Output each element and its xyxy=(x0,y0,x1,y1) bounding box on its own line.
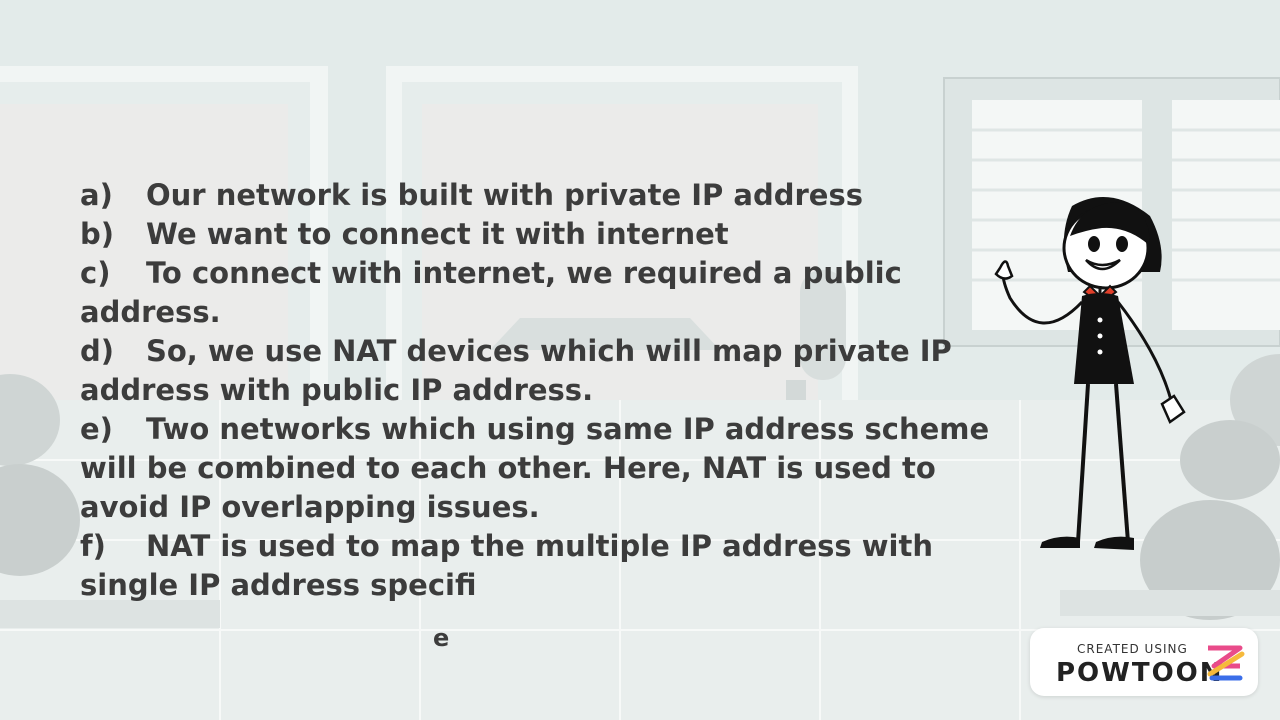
nat-points-list: a) Our network is built with private IP a… xyxy=(80,176,989,605)
list-item-continuation: avoid IP overlapping issues. xyxy=(80,490,540,524)
list-marker: a) xyxy=(80,178,113,212)
list-item: f) NAT is used to map the multiple IP add… xyxy=(80,527,960,566)
list-item: c) To connect with internet, we required … xyxy=(80,254,960,293)
powtoon-logo-icon xyxy=(1207,645,1245,681)
list-marker: d) xyxy=(80,334,115,368)
list-item-text: NAT is used to map the multiple IP addre… xyxy=(146,529,933,563)
list-item-continuation: will be combined to each other. Here, NA… xyxy=(80,451,936,485)
animating-letter: e xyxy=(433,624,450,652)
list-item: d) So, we use NAT devices which will map … xyxy=(80,332,960,371)
teacher-character-illustration xyxy=(994,197,1186,550)
list-item: b) We want to connect it with internet xyxy=(80,215,960,254)
powtoon-brand-label: POWTOON xyxy=(1056,658,1224,688)
list-item-continuation: address with public IP address. xyxy=(80,373,594,407)
list-marker: f) xyxy=(80,529,106,563)
list-item: e) Two networks which using same IP addre… xyxy=(80,410,989,449)
created-using-label: CREATED USING xyxy=(1077,642,1188,656)
list-item-continuation: single IP address specifi xyxy=(80,568,477,602)
list-marker: e) xyxy=(80,412,113,446)
powtoon-watermark-badge[interactable]: CREATED USING POWTOON xyxy=(1030,628,1258,696)
list-item-continuation: address. xyxy=(80,295,221,329)
list-item-text: To connect with internet, we required a … xyxy=(146,256,902,290)
list-item-text: So, we use NAT devices which will map pr… xyxy=(146,334,952,368)
list-item-text: Our network is built with private IP add… xyxy=(146,178,863,212)
list-item-text: Two networks which using same IP address… xyxy=(146,412,990,446)
list-item-text: We want to connect it with internet xyxy=(146,217,729,251)
list-item: a) Our network is built with private IP a… xyxy=(80,176,960,215)
list-marker: b) xyxy=(80,217,115,251)
list-marker: c) xyxy=(80,256,111,290)
